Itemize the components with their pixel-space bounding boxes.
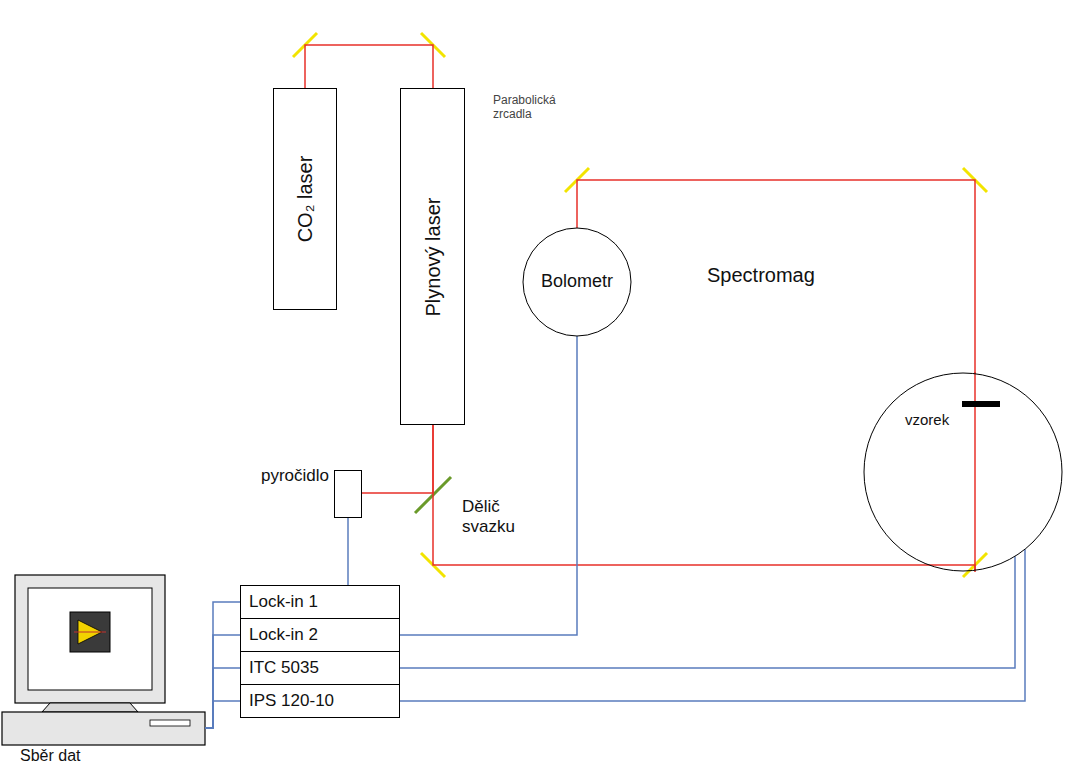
instrument-box: IPS 120-10 xyxy=(240,684,400,718)
screen xyxy=(28,588,152,690)
node-label: Bolometr xyxy=(541,272,613,292)
mirror-label: Parabolická zrcadla xyxy=(493,94,575,122)
node-label: ITC 5035 xyxy=(249,659,319,678)
data-cable xyxy=(205,602,240,728)
node-label: vzorek xyxy=(905,412,949,429)
node-label: Lock-in 2 xyxy=(249,626,318,645)
detector-box: pyročidlo xyxy=(334,470,362,518)
laser-beam xyxy=(433,425,975,570)
splitter-label: Dělič svazku xyxy=(462,497,540,536)
signal-cable xyxy=(400,549,1025,701)
instrument-box: ITC 5035 xyxy=(240,651,400,685)
computer-icon xyxy=(2,575,205,745)
data-cable xyxy=(205,701,240,728)
monitor xyxy=(15,575,165,703)
node-label: Lock-in 1 xyxy=(249,593,318,612)
laser-beam xyxy=(362,425,433,493)
drive-slot xyxy=(150,720,190,726)
data-cable xyxy=(205,635,240,728)
app-icon xyxy=(70,612,110,652)
instrument-label: Spectromag xyxy=(707,264,857,287)
instrument-box: Lock-in 1 xyxy=(240,585,400,619)
node-label: IPS 120-10 xyxy=(249,692,334,711)
node-label: CO₂ laser xyxy=(294,156,316,243)
circle-outline xyxy=(523,228,631,336)
data-cable xyxy=(205,668,240,728)
node-label: Sběr dat xyxy=(20,747,80,765)
laser-tube: Plynový laser xyxy=(400,88,465,425)
node-label: pyročidlo xyxy=(261,467,329,486)
sample-bar xyxy=(962,401,1000,407)
cryostat-circle: vzorek xyxy=(863,372,1063,572)
app-icon-trace xyxy=(74,632,106,633)
computer-case xyxy=(2,712,205,745)
laser-beam xyxy=(577,180,975,374)
signal-cable xyxy=(347,518,349,585)
bolometer-circle: Bolometr xyxy=(522,227,632,337)
computer: Sběr dat xyxy=(2,575,205,745)
circle-outline xyxy=(863,372,1063,572)
laser-tube: CO₂ laser xyxy=(273,88,337,310)
laser-beam xyxy=(305,45,433,88)
monitor-stand xyxy=(42,703,138,712)
instrument-box: Lock-in 2 xyxy=(240,618,400,652)
node-label: Plynový laser xyxy=(422,197,444,316)
circle-outline xyxy=(864,373,1062,571)
signal-cable xyxy=(400,556,1015,668)
mirrors xyxy=(293,33,987,577)
